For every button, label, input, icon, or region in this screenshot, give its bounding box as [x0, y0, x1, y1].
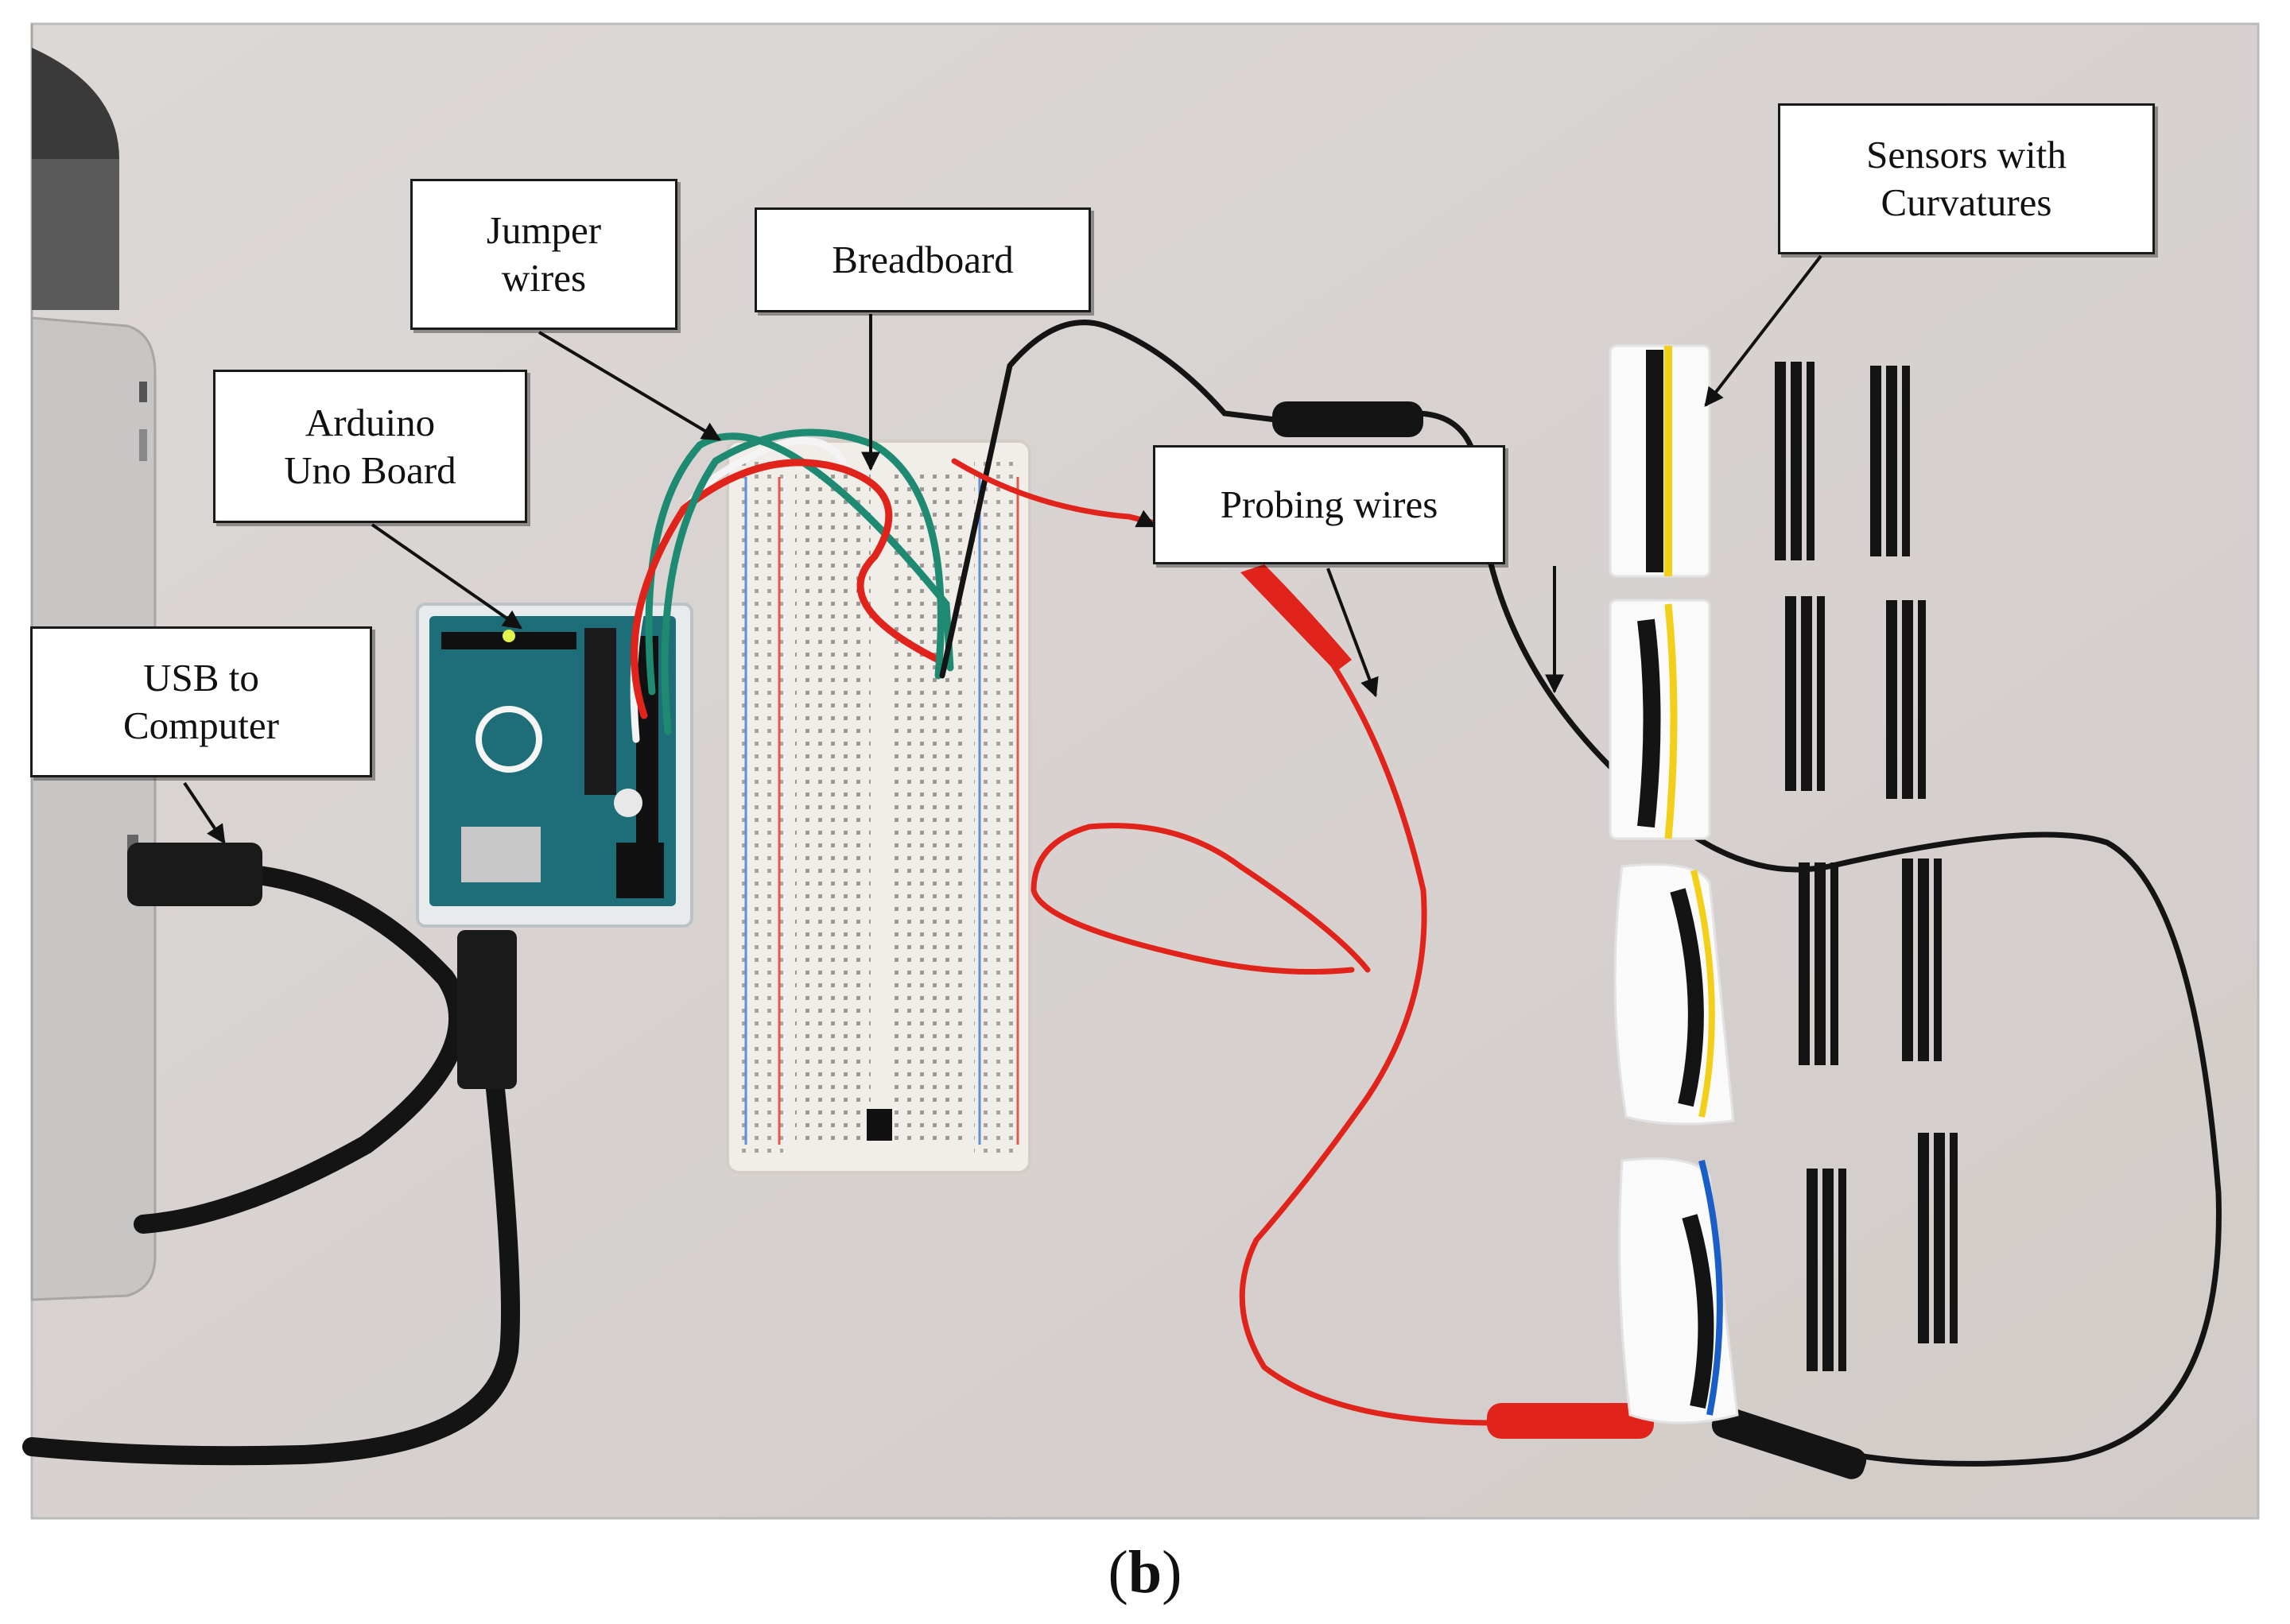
breadboard — [726, 440, 1031, 1174]
loose-sensor-strips — [1775, 362, 1958, 1371]
jumper-wires-label-line-1: Jumper — [486, 208, 602, 253]
breadboard-label: Breadboard — [755, 207, 1091, 312]
usb-label-line-2: Computer — [123, 703, 279, 747]
breadboard-label-line-1: Breadboard — [832, 238, 1014, 282]
sensors-label-line-1: Sensors with — [1866, 133, 2067, 177]
sensors-label: Sensors with Curvatures — [1778, 103, 2155, 254]
arduino-label-line-2: Uno Board — [284, 448, 456, 492]
black-clip-top — [1272, 401, 1423, 437]
black-clip-bottom — [1711, 1406, 1867, 1479]
usb-label-line-1: USB to — [143, 656, 259, 700]
red-clip-top — [1240, 564, 1352, 672]
arduino-label-line-1: Arduino — [305, 400, 436, 444]
figure-caption: (b) — [0, 1538, 2290, 1607]
red-clip-bottom — [1487, 1403, 1654, 1439]
usb-cable — [22, 843, 520, 1466]
probing-wires-label: Probing wires — [1153, 445, 1505, 564]
caption-letter: b — [1128, 1539, 1162, 1606]
callout-arrows — [183, 254, 1822, 844]
sensor-holders — [1609, 344, 1739, 1424]
jumper-wires — [630, 428, 954, 743]
caption-close-paren: ) — [1162, 1539, 1182, 1606]
jumper-wires-label-line-2: wires — [501, 256, 587, 300]
arduino-uno-board — [416, 603, 693, 928]
black-probing-wire — [939, 320, 2222, 1467]
arduino-label: Arduino Uno Board — [213, 370, 527, 523]
red-probing-wire — [951, 458, 1498, 1426]
caption-open-paren: ( — [1108, 1539, 1128, 1606]
sensors-label-line-2: Curvatures — [1881, 180, 2052, 224]
usb-label: USB to Computer — [30, 626, 372, 777]
jumper-wires-label: Jumper wires — [410, 179, 677, 330]
probing-wires-label-line-1: Probing wires — [1220, 483, 1438, 527]
